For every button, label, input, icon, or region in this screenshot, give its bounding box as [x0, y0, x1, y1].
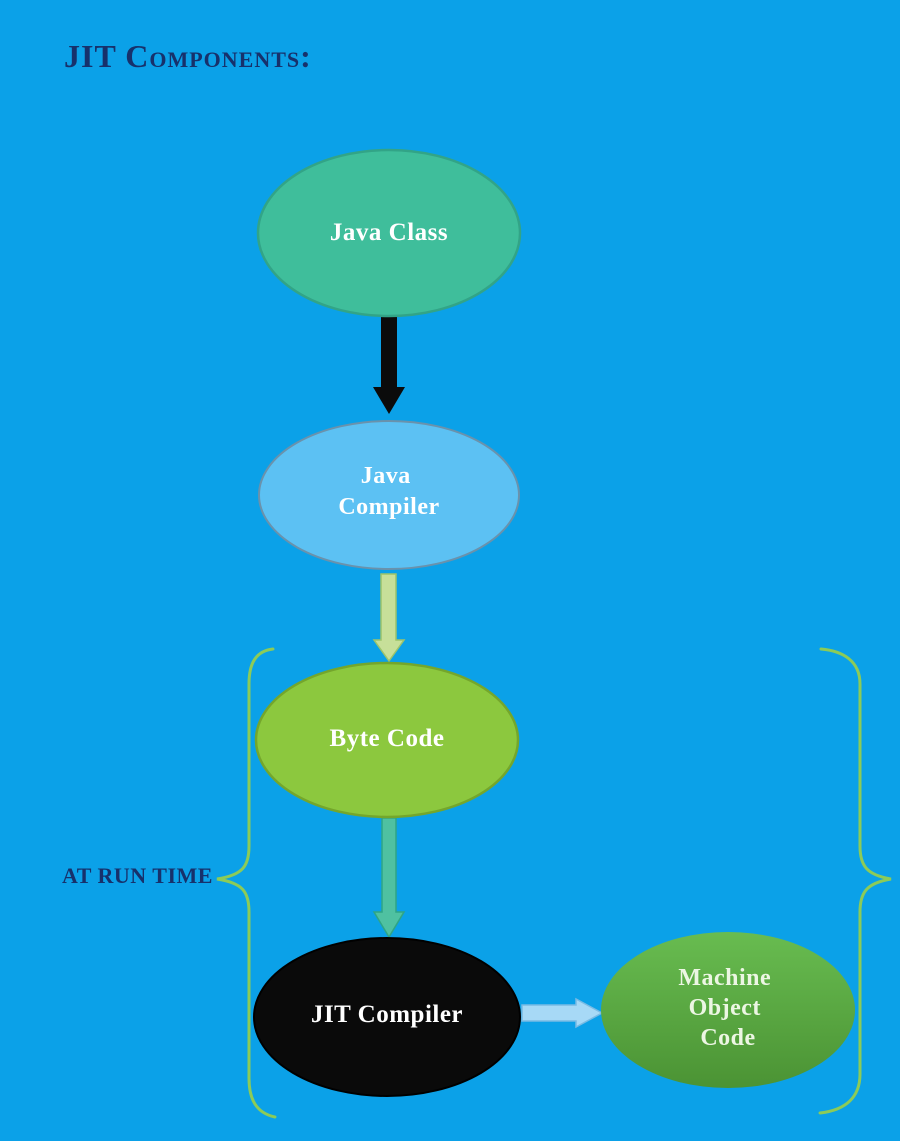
machine-object-code-label-line2: Object	[689, 995, 761, 1021]
machine-object-code-label: Machine Object Code	[678, 965, 777, 1051]
node-byte-code: Byte Code	[254, 661, 520, 819]
byte-code-ellipse	[254, 661, 520, 819]
at-run-time-label: AT RUN TIME	[62, 863, 213, 888]
jit-compiler-ellipse	[253, 937, 521, 1097]
node-machine-object-code: Machine Object Code	[601, 932, 855, 1088]
java-compiler-label: Java Compiler	[338, 463, 439, 520]
node-java-class: Java Class	[256, 148, 522, 318]
machine-object-code-label-line1: Machine	[678, 965, 771, 991]
arrow-compiler-to-bytecode-icon	[372, 573, 406, 663]
right-curly-brace	[818, 647, 892, 1115]
machine-object-code-ellipse	[601, 932, 855, 1088]
java-class-ellipse	[256, 148, 522, 318]
node-jit-compiler: JIT Compiler	[253, 937, 521, 1097]
byte-code-label: Byte Code	[330, 725, 445, 752]
java-compiler-ellipse	[258, 420, 520, 570]
machine-object-code-label-line3: Code	[700, 1025, 755, 1051]
arrow-bytecode-to-jit-icon	[372, 817, 406, 939]
arrow-class-to-compiler-icon	[373, 314, 405, 414]
java-compiler-label-line1: Java	[361, 463, 411, 489]
node-java-compiler: Java Compiler	[258, 420, 520, 570]
arrow-jit-to-machine-icon	[521, 997, 604, 1029]
left-curly-brace	[216, 647, 277, 1119]
java-class-label: Java Class	[330, 219, 448, 246]
page-title: JIT Components:	[64, 38, 312, 74]
java-compiler-label-line2: Compiler	[338, 494, 439, 520]
jit-compiler-label: JIT Compiler	[311, 1001, 463, 1028]
